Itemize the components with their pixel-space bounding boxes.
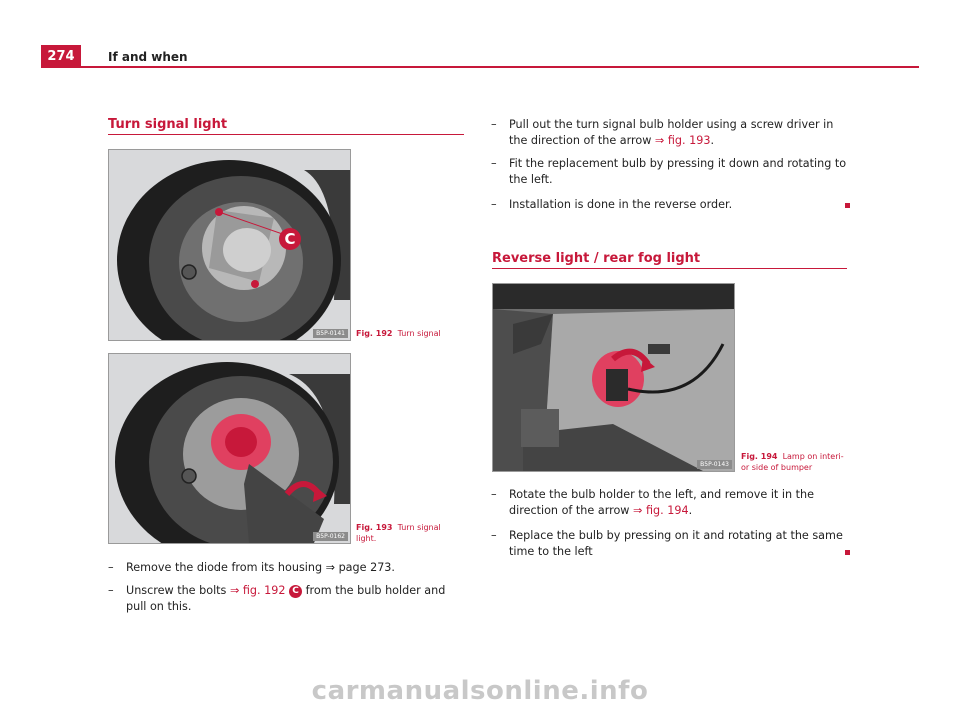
figure-194: B5P-0143: [492, 283, 735, 472]
figure-193-caption-label: Fig. 193: [356, 523, 393, 532]
step-text: Remove the diode from its housing ⇒ page…: [126, 561, 395, 574]
step-fit-replacement-bulb: – Fit the replacement bulb by pressing i…: [491, 156, 851, 188]
figure-192: C B5P-0141: [108, 149, 351, 341]
step-text-part: Unscrew the bolts: [126, 584, 230, 597]
step-text: Unscrew the bolts ⇒ fig. 192 C from the …: [126, 583, 463, 615]
callout-c-badge: C: [279, 228, 301, 250]
figure-193-caption: Fig. 193 Turn signal light.: [356, 522, 456, 544]
figure-192-illustration: [109, 150, 350, 340]
step-dash: –: [491, 488, 497, 501]
figure-192-caption-label: Fig. 192: [356, 329, 393, 338]
turn-signal-heading: Turn signal light: [108, 117, 228, 132]
turn-signal-heading-rule: [108, 134, 464, 135]
figure-194-caption-label: Fig. 194: [741, 452, 778, 461]
figure-192-caption: Fig. 192 Turn signal: [356, 328, 441, 339]
figure-193-caption-text: Turn signal light.: [356, 523, 441, 543]
step-text-part: Rotate the bulb holder to the left, and …: [509, 488, 814, 517]
figure-194-caption-text: Lamp on interi-or side of bumper: [741, 452, 844, 472]
watermark: carmanualsonline.info: [311, 676, 649, 706]
step-dash: –: [491, 157, 497, 170]
figure-192-code: B5P-0141: [313, 329, 348, 338]
step-installation-reverse: – Installation is done in the reverse or…: [491, 197, 851, 213]
figure-193: B5P-0162: [108, 353, 351, 544]
step-replace-bulb: – Replace the bulb by pressing on it and…: [491, 528, 851, 560]
callout-c-inline-badge: C: [289, 584, 303, 598]
section-end-mark: [845, 203, 850, 208]
step-text: Installation is done in the reverse orde…: [509, 198, 733, 211]
step-remove-diode: – Remove the diode from its housing ⇒ pa…: [108, 560, 463, 576]
fig-192-link[interactable]: ⇒ fig. 192: [229, 584, 286, 597]
fig-194-link[interactable]: ⇒ fig. 194: [633, 504, 689, 517]
step-dash: –: [491, 529, 497, 542]
step-dash: –: [491, 198, 497, 211]
figure-192-caption-text: Turn signal: [397, 329, 441, 338]
step-text-part: .: [688, 504, 693, 517]
page-number-box: [41, 45, 81, 67]
step-text-part: Pull out the turn signal bulb holder usi…: [509, 118, 834, 147]
figure-194-illustration: [493, 284, 734, 471]
section-end-mark: [845, 550, 850, 555]
page-number: 274: [47, 49, 75, 64]
step-dash: –: [108, 584, 114, 597]
step-text: Pull out the turn signal bulb holder usi…: [509, 117, 851, 149]
header-title: If and when: [108, 50, 188, 64]
step-text: Fit the replacement bulb by pressing it …: [509, 157, 847, 186]
step-text: Replace the bulb by pressing on it and r…: [509, 529, 843, 558]
fig-193-link[interactable]: ⇒ fig. 193: [654, 134, 711, 147]
step-pull-out-holder: – Pull out the turn signal bulb holder u…: [491, 117, 851, 149]
figure-194-code: B5P-0143: [697, 460, 732, 469]
reverse-light-heading: Reverse light / rear fog light: [492, 251, 701, 266]
step-dash: –: [108, 561, 114, 574]
step-text-part: .: [710, 134, 715, 147]
figure-194-caption: Fig. 194 Lamp on interi-or side of bumpe…: [741, 451, 851, 473]
step-text: Rotate the bulb holder to the left, and …: [509, 487, 851, 519]
step-text-part: from the bulb holder and pull on this.: [126, 584, 446, 613]
step-dash: –: [491, 118, 497, 131]
header-rule: [41, 66, 919, 68]
step-unscrew-bolts: – Unscrew the bolts ⇒ fig. 192 C from th…: [108, 583, 463, 615]
figure-193-illustration: [109, 354, 350, 543]
figure-193-code: B5P-0162: [313, 532, 348, 541]
step-rotate-bulb-holder: – Rotate the bulb holder to the left, an…: [491, 487, 851, 519]
reverse-light-heading-rule: [492, 268, 847, 269]
